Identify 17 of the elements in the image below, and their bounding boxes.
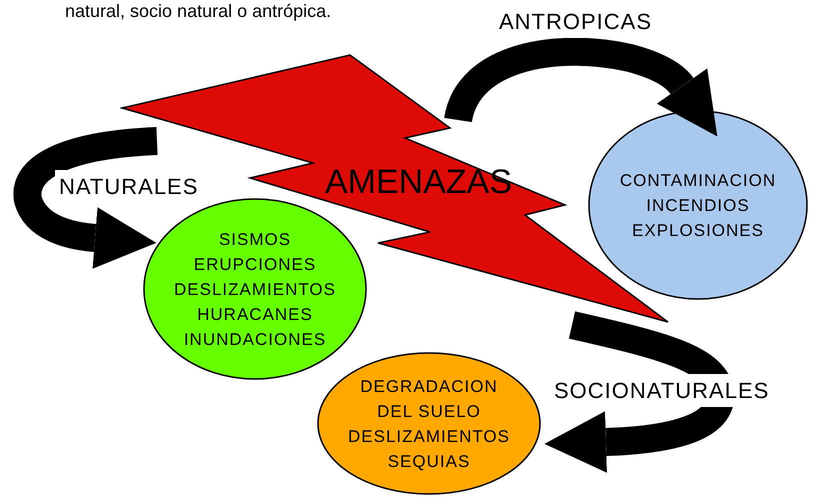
curved-block-arrow [14,127,158,269]
hazard-item: DESLIZAMIENTOS [174,278,336,300]
bolt-title: AMENAZAS [325,165,512,199]
hazard-item: ERUPCIONES [194,254,316,276]
hazard-item: DEGRADACION [360,376,498,398]
curved-block-arrow [444,38,720,135]
hazard-item: SISMOS [218,228,292,250]
hazard-item: INUNDACIONES [184,328,326,350]
hazard-item: EXPLOSIONES [632,220,764,242]
note-text: natural, socio natural o antrópica. [65,0,332,23]
curved-block-arrow [544,311,734,473]
hazard-item: CONTAMINACION [620,170,776,192]
hazard-item: DESLIZAMIENTOS [348,426,510,448]
hazard-item: HURACANES [197,304,313,326]
hazard-item: INCENDIOS [646,194,750,216]
hazard-item: DEL SUELO [377,400,481,422]
hazard-item: SEQUIAS [388,450,470,472]
